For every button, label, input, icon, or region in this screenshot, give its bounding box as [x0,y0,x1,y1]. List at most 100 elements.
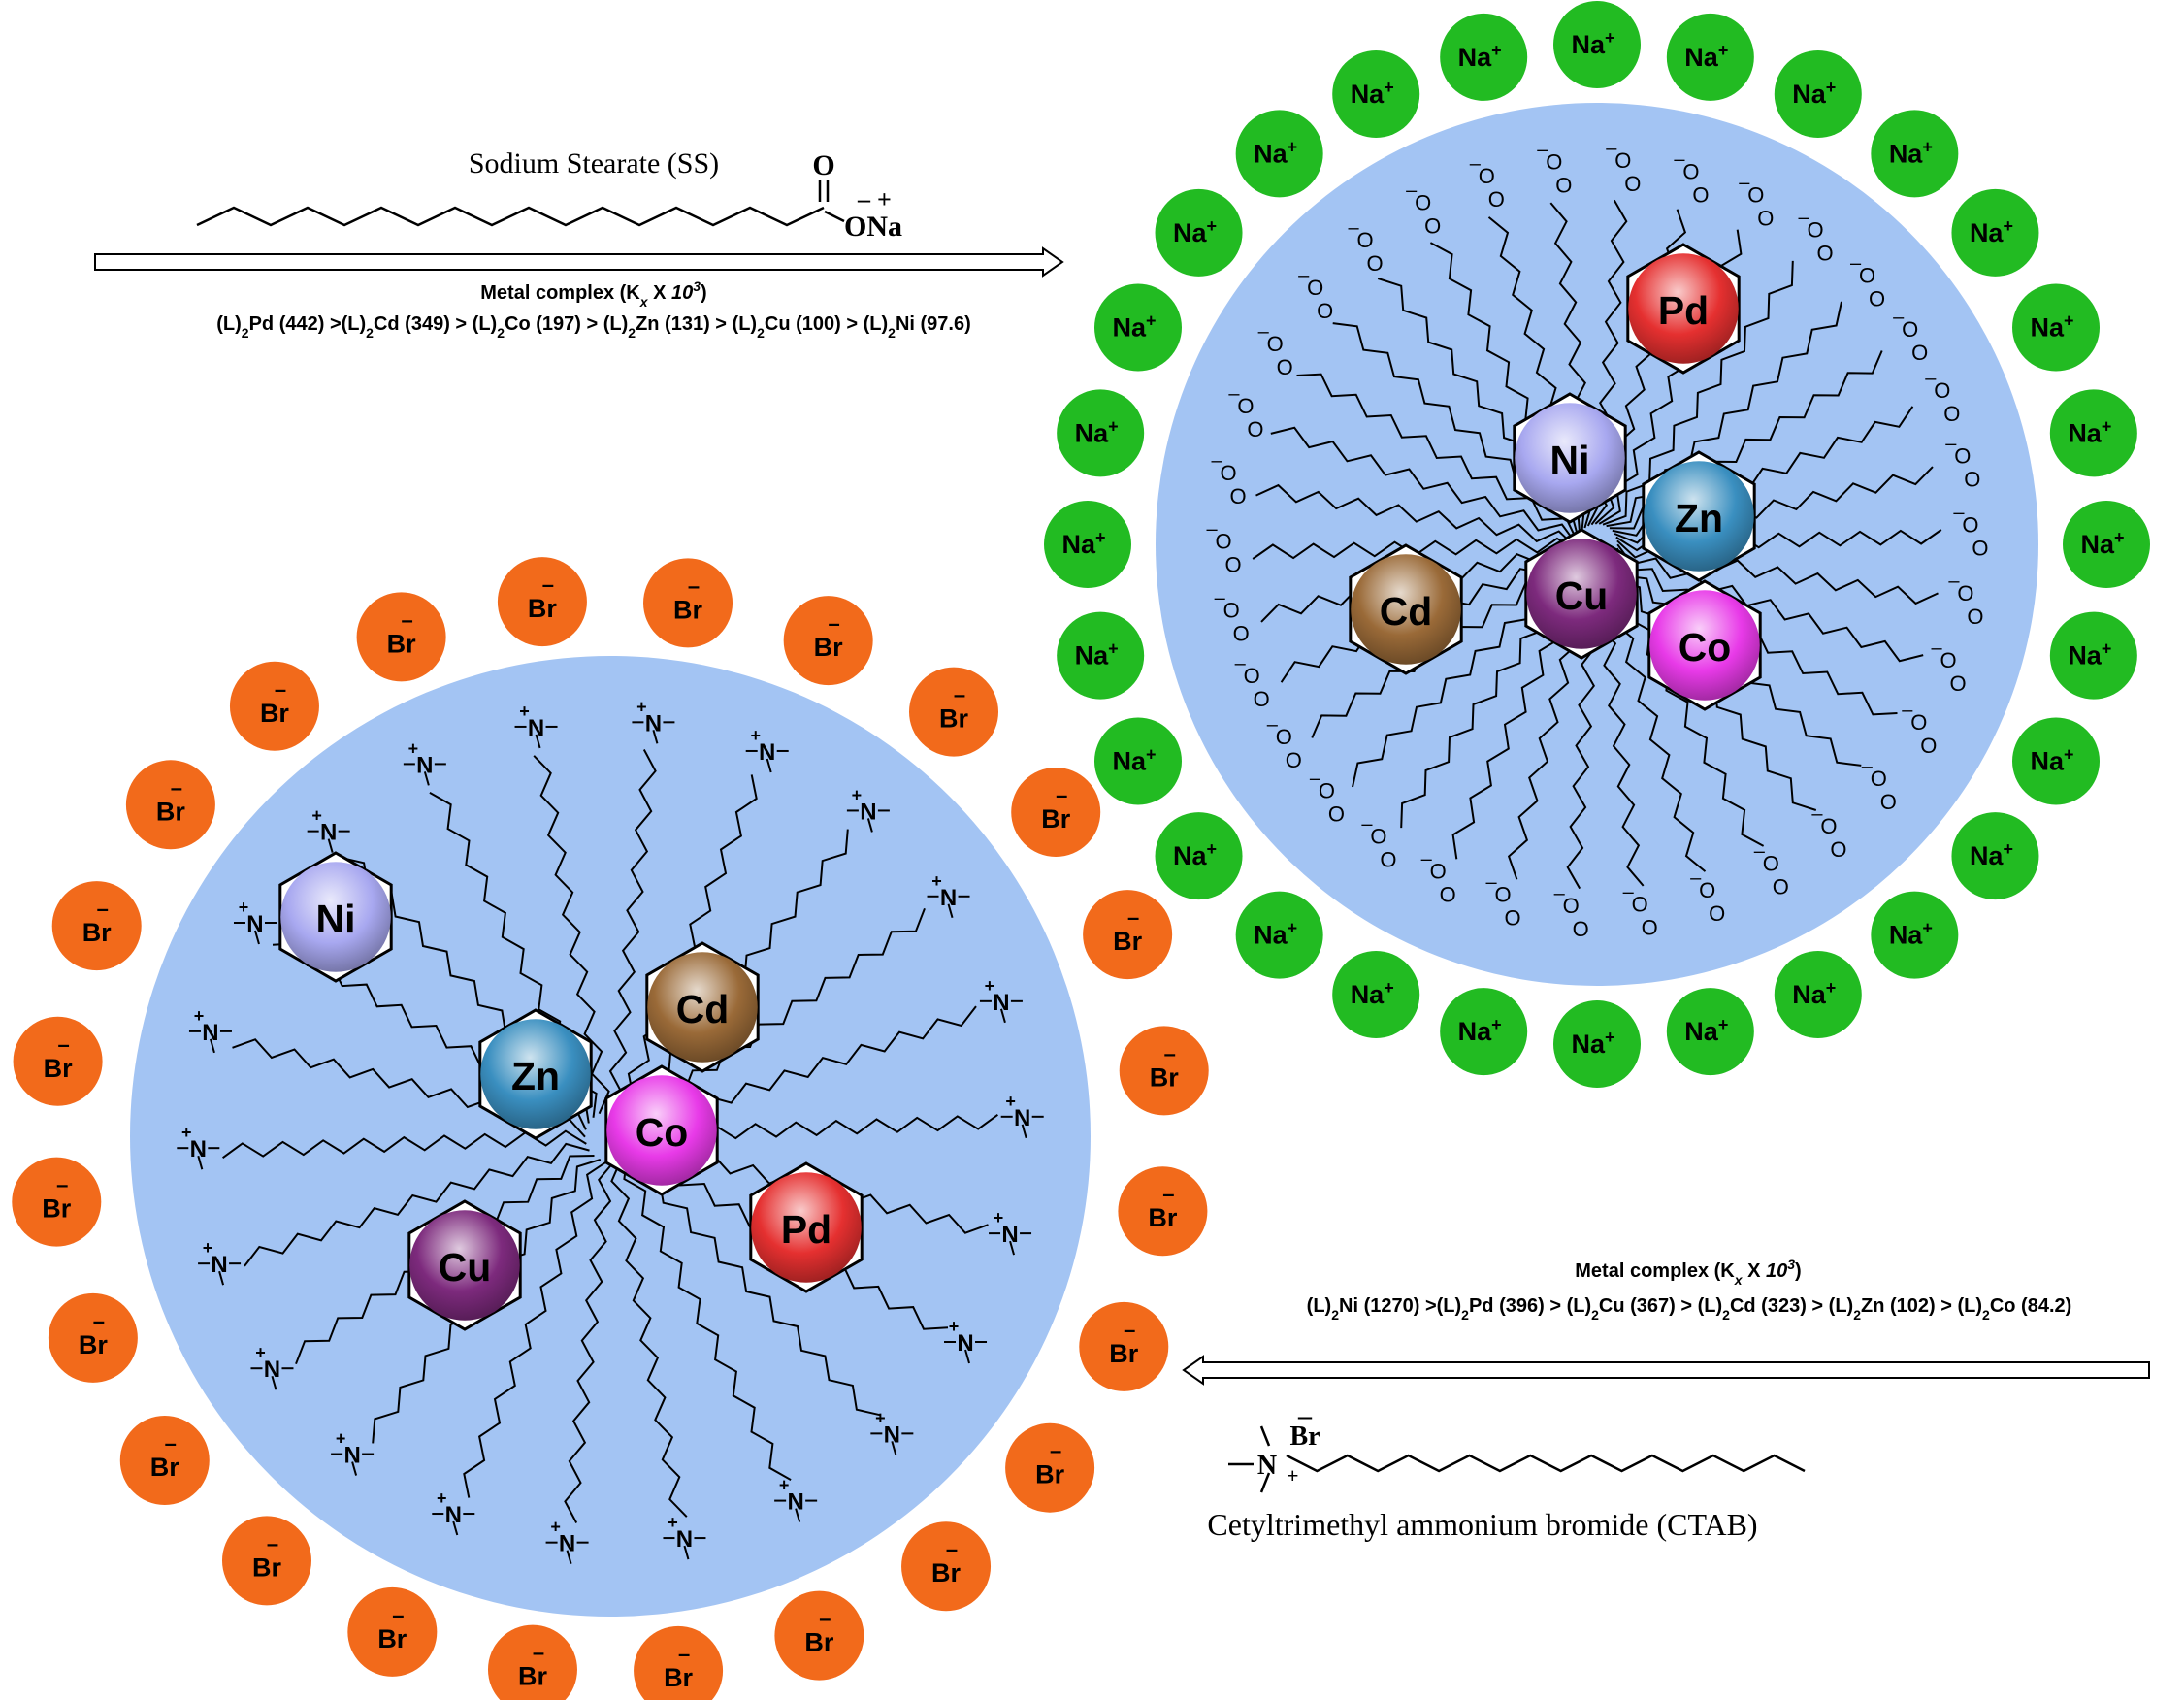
bromide-ion: –Br [1118,1166,1208,1257]
ctab-head-charge: + [203,1238,213,1258]
ss-salt: ONa [844,211,902,243]
ss-head-o: O [1286,748,1302,772]
ctab-tail: N+ [604,697,675,1113]
ctab-tail: N+ [545,1160,616,1564]
bromide-ion: –Br [12,1157,102,1247]
ctab-counter-ions: –Br–Br–Br–Br–Br–Br–Br–Br–Br–Br–Br–Br–Br–… [12,557,1209,1700]
bromide-ion-label: Br [1041,804,1070,834]
sodium-ion: Na+ [1155,188,1243,277]
ss-head-charge: – [1606,138,1617,159]
ss-head-o: O [1642,915,1658,939]
bromide-ion-charge: – [165,1431,177,1455]
sodium-ion: Na+ [1235,891,1323,979]
bromide-ion: –Br [909,667,999,757]
ss-head-o: O [1940,648,1956,672]
bromide-ion-label: Br [387,629,416,658]
bromide-ion: –Br [1083,890,1173,980]
bromide-ion-label: Br [44,1054,73,1083]
ss-head-o: O [1254,687,1270,711]
ctab-tails: N+N+N+N+N+N+N+N+N+N+N+N+N+N+N+N+N+N+N+N+… [177,697,1044,1564]
bromide-ion-label: Br [1109,1339,1138,1368]
bromide-ion-label: Br [1113,927,1142,956]
ctab-head-charge: + [437,1488,447,1508]
sodium-ion: Na+ [1057,611,1145,700]
ctab-complex-co: Co [604,1064,719,1196]
ss-head-o: O [1546,150,1562,175]
ss-head-charge: – [1267,714,1279,736]
sodium-ion: Na+ [1553,1000,1641,1088]
bromide-ion: –Br [634,1625,724,1700]
ss-head-o: O [1424,213,1441,238]
ctab-head-charge: + [550,1518,561,1537]
bromide-ion: –Br [487,1624,577,1700]
ss-head-charge: – [1931,638,1942,659]
ss-head-charge: – [1690,867,1702,889]
ss-head-o: O [1910,710,1927,735]
sodium-ion: Na+ [1666,988,1754,1076]
ss-head-charge: – [1754,841,1766,863]
ctab-complex-cd-label: Cd [676,987,730,1031]
sodium-ion: Na+ [1871,110,1959,198]
sodium-ion: Na+ [1951,812,2039,900]
ctab-head-n: N [1001,1222,1018,1248]
ss-head-o: O [1957,581,1973,605]
ss-head-o: O [1967,605,1983,629]
ctab-tail: N+ [631,1149,914,1455]
ss-tail: OO– [1606,252,1885,528]
ctab-tail: N+ [432,1160,608,1536]
ctab-name: Cetyltrimethyl ammonium bromide (CTAB) [1207,1507,1757,1542]
ss-head-o: O [1440,882,1456,906]
ctab-head-charge: + [779,1476,790,1495]
ss-head-charge: – [1485,872,1497,894]
ss-complex-zn: Zn [1642,450,1756,582]
bromide-ion-charge: – [401,607,412,632]
bromide-ion-label: Br [1150,1062,1179,1092]
sodium-ion: Na+ [2049,389,2137,477]
bromide-ion-label: Br [377,1624,407,1653]
ctab-n-plus: + [1287,1463,1299,1488]
ss-head-o: O [1880,790,1897,814]
ctab-head-n: N [320,820,337,846]
ss-head-o: O [1920,734,1937,758]
bromide-ion-label: Br [673,595,702,624]
ctab-methyl-3 [1259,1472,1271,1493]
ss-head-o: O [1277,355,1293,379]
ss-head-o: O [1830,837,1846,862]
sodium-ion: Na+ [1553,1,1641,88]
ctab-head-charge: + [949,1317,960,1336]
ss-head-o: O [1757,207,1774,231]
ss-head-o: O [1747,183,1764,208]
bromide-ion-charge: – [1056,783,1067,807]
bromide-ion-charge: – [267,1531,278,1555]
ss-complex-ni-sphere [1515,403,1625,513]
ctab-head-charge: + [194,1006,205,1026]
ss-tail: OO– [1211,450,1578,549]
ctab-head-n: N [759,739,775,766]
bromide-ion-label: Br [804,1628,833,1657]
bromide-ion: –Br [48,1292,138,1383]
ss-complex-co-sphere [1649,590,1760,701]
ss-arrow [94,246,1064,278]
bromide-ion: –Br [1079,1301,1169,1391]
ss-head-o: O [1911,341,1928,365]
bromide-ion-charge: – [97,897,109,921]
ss-tail: OO– [1228,383,1578,545]
bromide-ion: –Br [643,558,733,648]
ss-head-o: O [1415,190,1431,214]
ctab-head-charge: + [985,976,995,996]
ss-tail: OO– [1258,321,1579,541]
sodium-ion: Na+ [2049,611,2137,700]
ctab-head-n: N [860,799,876,825]
bromide-ion: –Br [1005,1422,1095,1513]
bromide-ion-label: Br [931,1558,961,1587]
bromide-ion-label: Br [156,797,185,826]
ss-head-o: O [1380,847,1396,871]
ss-head-o: O [1319,779,1335,803]
ss-head-o: O [1357,228,1374,252]
ss-name: Sodium Stearate (SS) [469,147,719,180]
ss-head-o: O [1488,187,1505,212]
ctab-head-charge: + [852,785,863,804]
bromide-ion-charge: – [93,1309,105,1333]
